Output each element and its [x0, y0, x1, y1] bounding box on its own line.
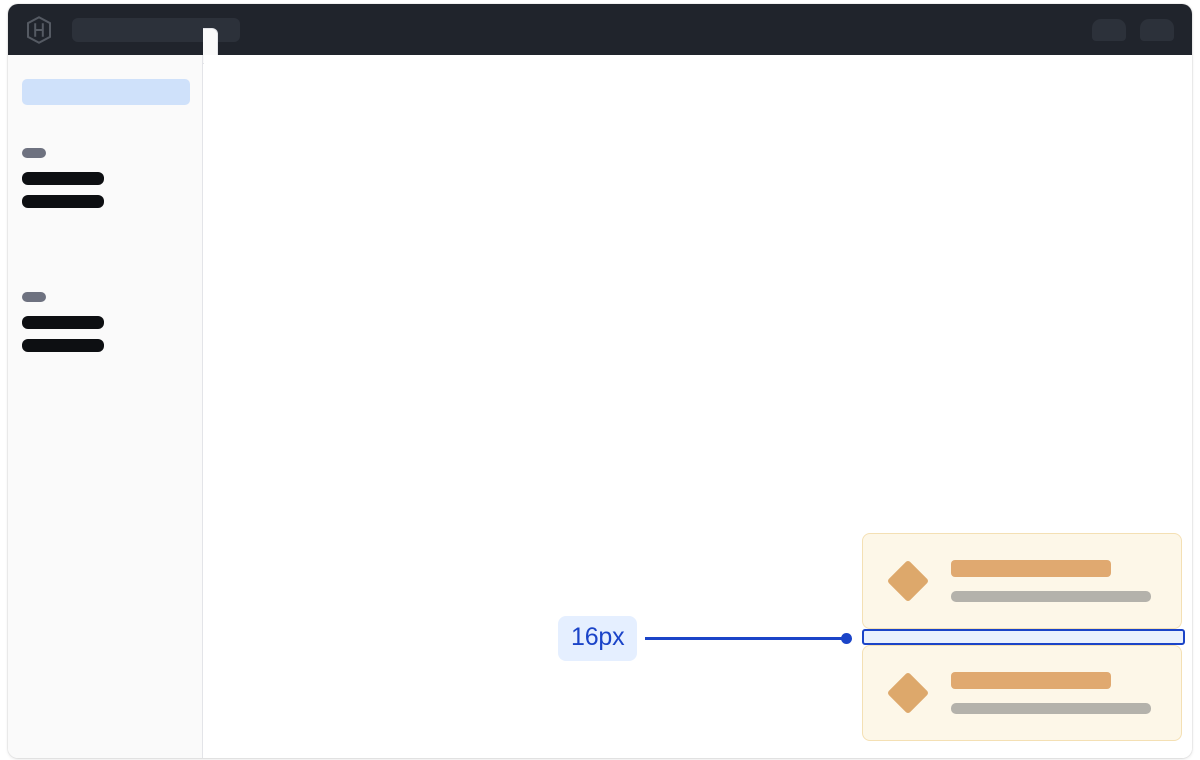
card-item-1-subtitle: [951, 591, 1151, 602]
card-item-2-subtitle: [951, 703, 1151, 714]
diamond-icon: [886, 559, 930, 603]
card-item-1-title: [951, 560, 1111, 577]
sidebar-group-2: [22, 292, 104, 362]
card-item-2-text: [951, 672, 1151, 714]
account-menu-skeleton[interactable]: [1140, 18, 1174, 41]
diamond-icon: [886, 671, 930, 715]
measure-leader-line: [645, 637, 844, 640]
top-navigation-bar: [8, 4, 1192, 55]
sidebar-group-1: [22, 148, 104, 218]
sidebar-group-1-label: [22, 148, 46, 158]
card-stack: [862, 533, 1185, 741]
spacing-gap-highlight[interactable]: [862, 629, 1185, 645]
hexagon-h-logo-icon[interactable]: [26, 15, 52, 44]
card-item-1[interactable]: [862, 533, 1182, 629]
measurement-annotation: 16px: [558, 616, 853, 661]
sidebar-item-g2-1[interactable]: [22, 316, 104, 329]
sidebar-active-item[interactable]: [22, 79, 190, 105]
app-window: 16px: [8, 4, 1192, 758]
card-item-2-title: [951, 672, 1111, 689]
topbar-actions: [1092, 18, 1174, 41]
sidebar: [8, 55, 203, 758]
measure-endpoint-dot: [841, 633, 853, 644]
sidebar-item-g1-1[interactable]: [22, 172, 104, 185]
card-item-1-text: [951, 560, 1151, 602]
user-avatar-skeleton[interactable]: [1092, 18, 1126, 41]
sidebar-item-g1-2[interactable]: [22, 195, 104, 208]
measurement-value-chip[interactable]: 16px: [558, 616, 638, 661]
sidebar-item-g2-2[interactable]: [22, 339, 104, 352]
card-item-2[interactable]: [862, 645, 1182, 741]
sidebar-group-2-label: [22, 292, 46, 302]
canvas-area: 16px: [204, 55, 1192, 758]
